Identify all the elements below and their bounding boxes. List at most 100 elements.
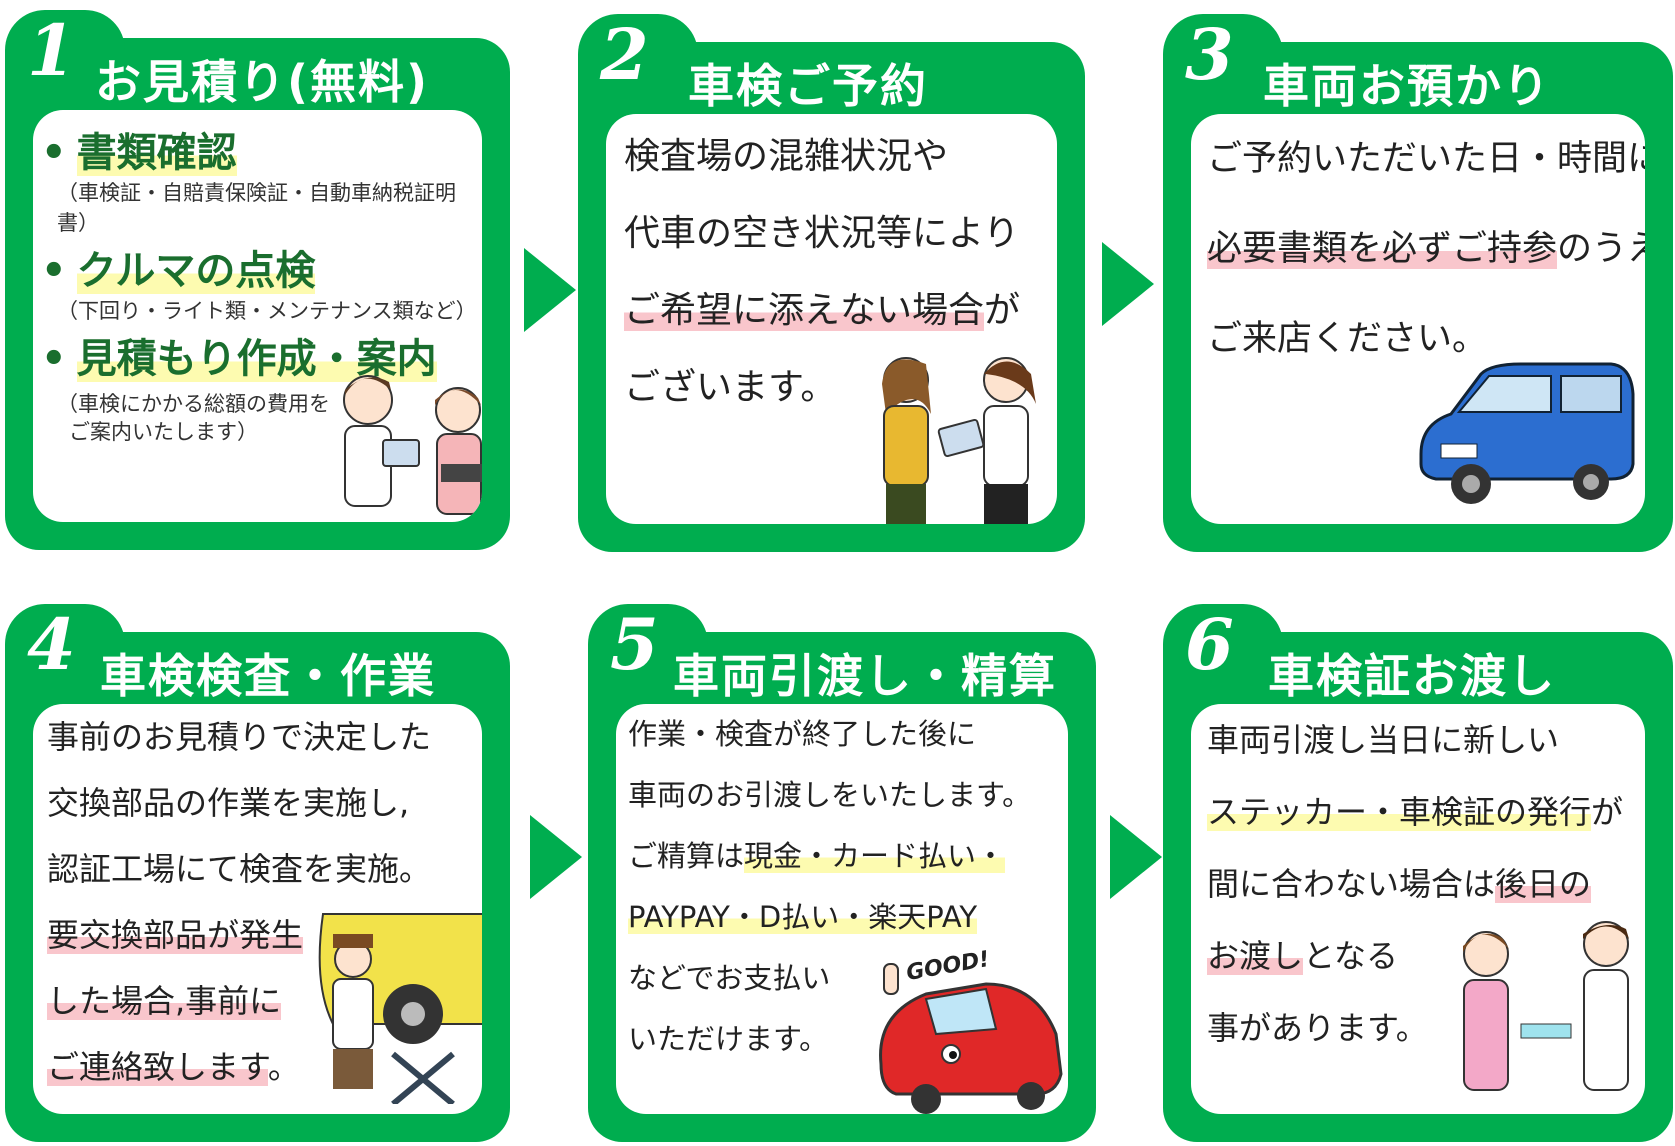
- highlighted-text: PAYPAY・D払い・楽天PAY: [628, 900, 978, 934]
- text-line: した場合,事前に: [47, 968, 431, 1034]
- step-tab: [1163, 14, 1283, 94]
- text-line: 検査場の混雑状況や: [624, 118, 1020, 195]
- text-segment: 交換部品の作業を実施し,: [47, 784, 410, 822]
- step-number: 6: [1185, 603, 1234, 686]
- text-line: 事前のお見積りで決定した: [47, 704, 431, 770]
- step-title: 車検証お渡し: [1268, 649, 1556, 703]
- step-tab: [5, 10, 125, 90]
- text-segment: いただけます。: [628, 1022, 829, 1056]
- text-line: ご希望に添えない場合が: [624, 272, 1020, 349]
- step-title: 車両引渡し・精算: [673, 649, 1057, 703]
- highlighted-text: ご希望に添えない場合: [624, 290, 985, 331]
- bullet-note: （車検にかかる総額の費用を: [57, 392, 330, 416]
- step-tab: [588, 604, 708, 684]
- arrow-right-icon: [530, 815, 582, 899]
- step-number: 1: [27, 9, 76, 92]
- text-line: ご連絡致します。: [47, 1034, 431, 1100]
- arrow-right-icon: [1102, 242, 1154, 326]
- text-line: 認証工場にて検査を実施。: [47, 836, 431, 902]
- text-line: ステッカー・車検証の発行が: [1207, 776, 1623, 848]
- text-line: ご精算は現金・カード払い・: [628, 826, 1031, 887]
- step-title: 車検検査・作業: [100, 649, 436, 703]
- mechanic-car-lift-illustration: [318, 913, 482, 1104]
- red-car-thumbs-up-illustration: [879, 963, 1063, 1114]
- text-segment: 事があります。: [1207, 1009, 1428, 1047]
- text-segment: となる: [1303, 937, 1399, 975]
- step-content: 作業・検査が終了した後に車両のお引渡しをいたします。ご精算は現金・カード払い・P…: [616, 704, 1068, 1114]
- step-number: 4: [27, 603, 76, 686]
- text-segment: ご予約いただいた日・時間に: [1207, 139, 1645, 179]
- text-segment: ございます。: [624, 367, 837, 408]
- highlighted-text: ステッカー・車検証の発行: [1207, 793, 1592, 831]
- highlighted-text: ご連絡致します: [47, 1048, 268, 1086]
- highlighted-text: した場合,事前に: [47, 982, 282, 1020]
- step-content: 車両引渡し当日に新しいステッカー・車検証の発行が間に合わない場合は後日のお渡しと…: [1191, 704, 1645, 1114]
- text-segment: 認証工場にて検査を実施。: [47, 850, 432, 888]
- step-card-1: 1 お見積り(無料) •書類確認 （車検証・自賠責保険証・自動車納税証明書） •…: [5, 10, 510, 550]
- step-content: •書類確認 （車検証・自賠責保険証・自動車納税証明書） •クルマの点検 （下回り…: [33, 110, 482, 522]
- step-card-5: 5 車両引渡し・精算 作業・検査が終了した後に車両のお引渡しをいたします。ご精算…: [588, 604, 1096, 1142]
- step-title: お見積り(無料): [95, 55, 430, 109]
- text-line: 必要書類を必ずご持参のうえ: [1207, 204, 1645, 294]
- text-segment: ご精算は: [628, 839, 745, 873]
- text-segment: などでお支払い: [628, 961, 831, 995]
- text-segment: が: [984, 290, 1021, 331]
- highlighted-text: お渡し: [1207, 937, 1304, 975]
- text-segment: 作業・検査が終了した後に: [628, 717, 977, 751]
- step-text: 事前のお見積りで決定した交換部品の作業を実施し, 認証工場にて検査を実施。要交換部…: [47, 704, 431, 1100]
- text-segment: 検査場の混雑状況や: [624, 136, 949, 177]
- step-tab: [578, 14, 698, 94]
- step-text: ご予約いただいた日・時間に必要書類を必ずご持参のうえご来店ください。: [1207, 114, 1645, 384]
- text-segment: 。: [267, 1048, 300, 1086]
- arrow-right-icon: [1110, 815, 1162, 899]
- step-tab: [1163, 604, 1283, 684]
- handover-illustration: [1463, 921, 1629, 1091]
- step-title: 車検ご予約: [688, 59, 928, 113]
- step-number: 5: [610, 603, 659, 686]
- text-line: 要交換部品が発生: [47, 902, 431, 968]
- step-tab: [5, 604, 125, 684]
- highlighted-text: 必要書類を必ずご持参: [1207, 229, 1558, 269]
- step-content: ご予約いただいた日・時間に必要書類を必ずご持参のうえご来店ください。: [1191, 114, 1645, 524]
- bullet-note: （下回り・ライト類・メンテナンス類など）: [57, 299, 477, 323]
- text-line: 事があります。: [1207, 992, 1623, 1064]
- step-number: 3: [1185, 13, 1234, 96]
- highlighted-text: 現金・カード払い・: [744, 839, 1006, 873]
- step-text: 車両引渡し当日に新しいステッカー・車検証の発行が間に合わない場合は後日のお渡しと…: [1207, 704, 1623, 1064]
- bullet-heading: •書類確認: [41, 130, 237, 176]
- step-card-6: 6 車検証お渡し 車両引渡し当日に新しいステッカー・車検証の発行が間に合わない場…: [1163, 604, 1673, 1142]
- text-line: 交換部品の作業を実施し,: [47, 770, 431, 836]
- text-line: ご来店ください。: [1207, 294, 1645, 384]
- text-line: お渡しとなる: [1207, 920, 1623, 992]
- text-segment: 事前のお見積りで決定した: [47, 718, 432, 756]
- text-line: 作業・検査が終了した後に: [628, 704, 1031, 765]
- text-line: 車両のお引渡しをいたします。: [628, 765, 1031, 826]
- step-number: 2: [600, 13, 649, 96]
- text-segment: 間に合わない場合は: [1207, 865, 1496, 903]
- text-segment: ご来店ください。: [1207, 319, 1488, 359]
- step-card-2: 2 車検ご予約 検査場の混雑状況や代車の空き状況等によりご希望に添えない場合がご…: [578, 14, 1085, 552]
- highlighted-text: 後日の: [1495, 865, 1592, 903]
- text-line: などでお支払い: [628, 948, 1031, 1009]
- text-line: いただけます。: [628, 1009, 1031, 1070]
- text-segment: 車両引渡し当日に新しい: [1207, 721, 1560, 759]
- text-line: 車両引渡し当日に新しい: [1207, 704, 1623, 776]
- step-content: 検査場の混雑状況や代車の空き状況等によりご希望に添えない場合がございます。: [606, 114, 1057, 524]
- step-text: 検査場の混雑状況や代車の空き状況等によりご希望に添えない場合がございます。: [624, 118, 1020, 426]
- step-text: 作業・検査が終了した後に車両のお引渡しをいたします。ご精算は現金・カード払い・P…: [628, 704, 1031, 1070]
- bullet-note: ご案内いたします）: [69, 420, 258, 444]
- step-content: 事前のお見積りで決定した交換部品の作業を実施し, 認証工場にて検査を実施。要交換部…: [33, 704, 482, 1114]
- step-title: 車両お預かり: [1263, 59, 1551, 113]
- text-line: ご予約いただいた日・時間に: [1207, 114, 1645, 204]
- staff-customer-illustration: [343, 375, 482, 515]
- text-segment: 代車の空き状況等により: [624, 213, 1020, 254]
- step-card-4: 4 車検検査・作業 事前のお見積りで決定した交換部品の作業を実施し, 認証工場にて…: [5, 604, 510, 1142]
- bullet-note: （車検証・自賠責保険証・自動車納税証明書）: [57, 181, 456, 235]
- step-card-3: 3 車両お預かり ご予約いただいた日・時間に必要書類を必ずご持参のうえご来店くだ…: [1163, 14, 1673, 552]
- text-segment: が: [1591, 793, 1624, 831]
- text-line: 代車の空き状況等により: [624, 195, 1020, 272]
- blue-minivan-illustration: [1419, 362, 1635, 504]
- text-segment: 車両のお引渡しをいたします。: [628, 778, 1032, 812]
- tablet-consultation-illustration: [882, 357, 1036, 524]
- highlighted-text: 要交換部品が発生: [47, 916, 304, 954]
